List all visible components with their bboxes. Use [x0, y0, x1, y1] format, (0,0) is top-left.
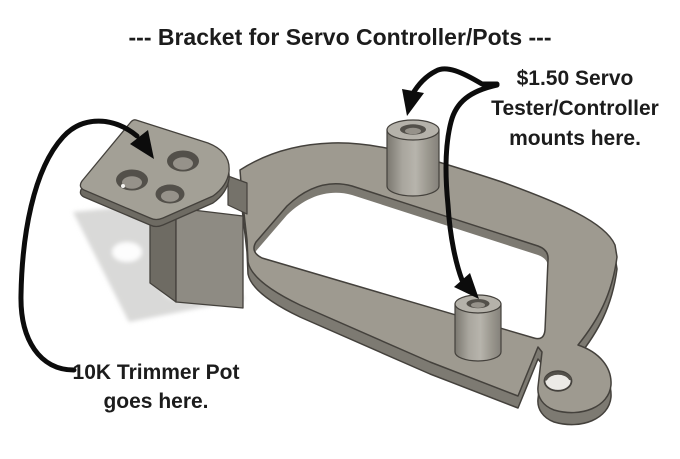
standoff-post-top	[386, 119, 440, 197]
standoff-post-bottom	[454, 294, 502, 362]
riser-front-face	[175, 207, 244, 309]
callout-arrows	[18, 66, 500, 373]
annotation-line: goes here.	[103, 390, 209, 413]
hole-floor	[161, 190, 179, 202]
pot-plate-hole	[167, 150, 199, 172]
pot-plate-top	[79, 119, 230, 221]
annotation-line: mounts here.	[509, 127, 641, 150]
post-hole-floor	[471, 302, 485, 308]
arrowhead	[454, 273, 479, 299]
riser-block	[149, 207, 244, 309]
post-body	[386, 129, 440, 197]
figure-title: --- Bracket for Servo Controller/Pots --…	[128, 24, 552, 50]
arrowhead	[402, 89, 424, 116]
tab-mounting-hole	[543, 370, 573, 392]
annotation-line: 10K Trimmer Pot	[72, 361, 240, 384]
post-body	[454, 303, 502, 362]
shadow-hole	[112, 242, 142, 262]
hole-floor	[173, 157, 193, 170]
arrowhead	[130, 130, 154, 159]
pot-plate-hole	[155, 184, 185, 204]
annotation-line: Tester/Controller	[491, 97, 659, 120]
hole-inner-shadow	[544, 371, 572, 381]
arrow-to-bottom-standoff	[443, 82, 500, 299]
hole-floor	[122, 176, 142, 189]
pot-plate-hole	[116, 169, 148, 191]
hole-opening	[543, 370, 573, 392]
annotation-trimmer-pot: 10K Trimmer Pot goes here.	[56, 358, 256, 416]
plate-step-face	[227, 175, 248, 215]
annotation-servo-tester: $1.50 Servo Tester/Controller mounts her…	[452, 64, 680, 154]
hole-highlight	[121, 184, 125, 188]
post-hole-floor	[405, 127, 421, 135]
bracket-top-surface	[239, 142, 618, 414]
arrow-to-pot-plate	[18, 118, 154, 373]
annotation-line: $1.50 Servo	[516, 67, 634, 90]
arrow-to-top-standoff	[402, 66, 500, 116]
